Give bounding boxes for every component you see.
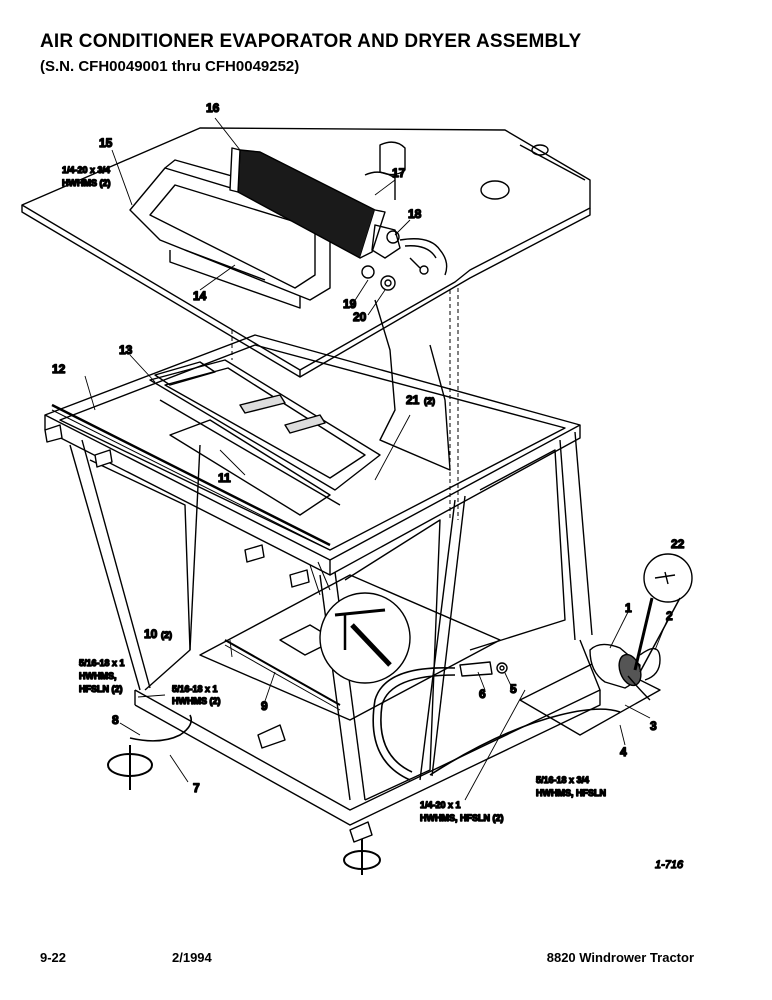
callout-8: 8	[112, 713, 119, 727]
callout-3: 3	[650, 719, 657, 733]
roof-evaporator-housing	[149, 359, 381, 516]
callout-leaders	[84, 117, 669, 801]
refrigerant-hoses	[129, 666, 621, 781]
blower-motor	[364, 141, 406, 200]
callout-15: 15	[99, 136, 113, 150]
hardware-note-5-line1: 5/16-18 x 3/4	[536, 775, 589, 785]
expansion-valve-fittings	[361, 224, 448, 291]
callout-11: 11	[218, 471, 231, 485]
hardware-note-5-line2: HWHMS, HFSLN	[536, 788, 606, 798]
hardware-note-2-line1: 5/16-18 x 1	[79, 658, 125, 668]
evaporator-housing	[129, 159, 336, 309]
callout-9: 9	[261, 699, 268, 713]
callout-21: 21	[406, 393, 420, 407]
hardware-note-2-line2: HWHMS,	[79, 671, 117, 681]
detail-callout-section	[309, 561, 411, 684]
receiver-dryer	[589, 643, 661, 701]
callout-6: 6	[479, 687, 486, 701]
callout-16: 16	[206, 101, 220, 115]
hardware-note-4-line2: HWHMS, HFSLN (2)	[420, 813, 504, 823]
evaporator-core	[229, 147, 386, 259]
figure-reference: 1-716	[655, 859, 684, 871]
lifting-hooks	[107, 745, 381, 875]
callout-21-qty: (2)	[424, 396, 435, 406]
hardware-note-1-line2: HWHMS (2)	[62, 178, 111, 188]
callout-12: 12	[52, 362, 66, 376]
callout-4: 4	[620, 745, 627, 759]
detail-callout-22	[633, 553, 693, 673]
callout-20: 20	[353, 310, 367, 324]
hardware-note-4-line1: 1/4-20 x 1	[420, 800, 461, 810]
page-number: 9-22	[40, 950, 67, 965]
callout-10-qty: (2)	[161, 630, 172, 640]
callout-5: 5	[510, 682, 517, 696]
hardware-note-3-line2: HWHMS (2)	[172, 696, 221, 706]
callout-14: 14	[193, 289, 207, 303]
serial-range-subtitle: (S.N. CFH0049001 thru CFH0049252)	[40, 58, 300, 75]
callout-19: 19	[343, 297, 357, 311]
model-name: 8820 Windrower Tractor	[546, 950, 694, 965]
revision-date: 2/1994	[172, 950, 212, 965]
callout-7: 7	[193, 781, 200, 795]
page-title: AIR CONDITIONER EVAPORATOR AND DRYER ASS…	[40, 31, 582, 52]
mounting-tabs	[44, 424, 373, 843]
support-strap	[224, 639, 341, 711]
callout-17: 17	[392, 166, 406, 180]
seal-strip	[51, 403, 331, 551]
callout-1: 1	[625, 601, 632, 615]
callout-10: 10	[144, 627, 158, 641]
hardware-note-3-line1: 5/16-18 x 1	[172, 684, 218, 694]
cab-frame	[44, 299, 661, 826]
hardware-note-1-line1: 1/4-20 x 3/4	[62, 165, 110, 175]
alignment-leaders	[231, 288, 459, 520]
callout-2: 2	[666, 609, 673, 623]
callout-22: 22	[671, 537, 685, 551]
callout-18: 18	[408, 207, 422, 221]
callout-13: 13	[119, 343, 133, 357]
hardware-note-2-line3: HFSLN (2)	[79, 684, 123, 694]
hose-fittings	[459, 661, 508, 677]
